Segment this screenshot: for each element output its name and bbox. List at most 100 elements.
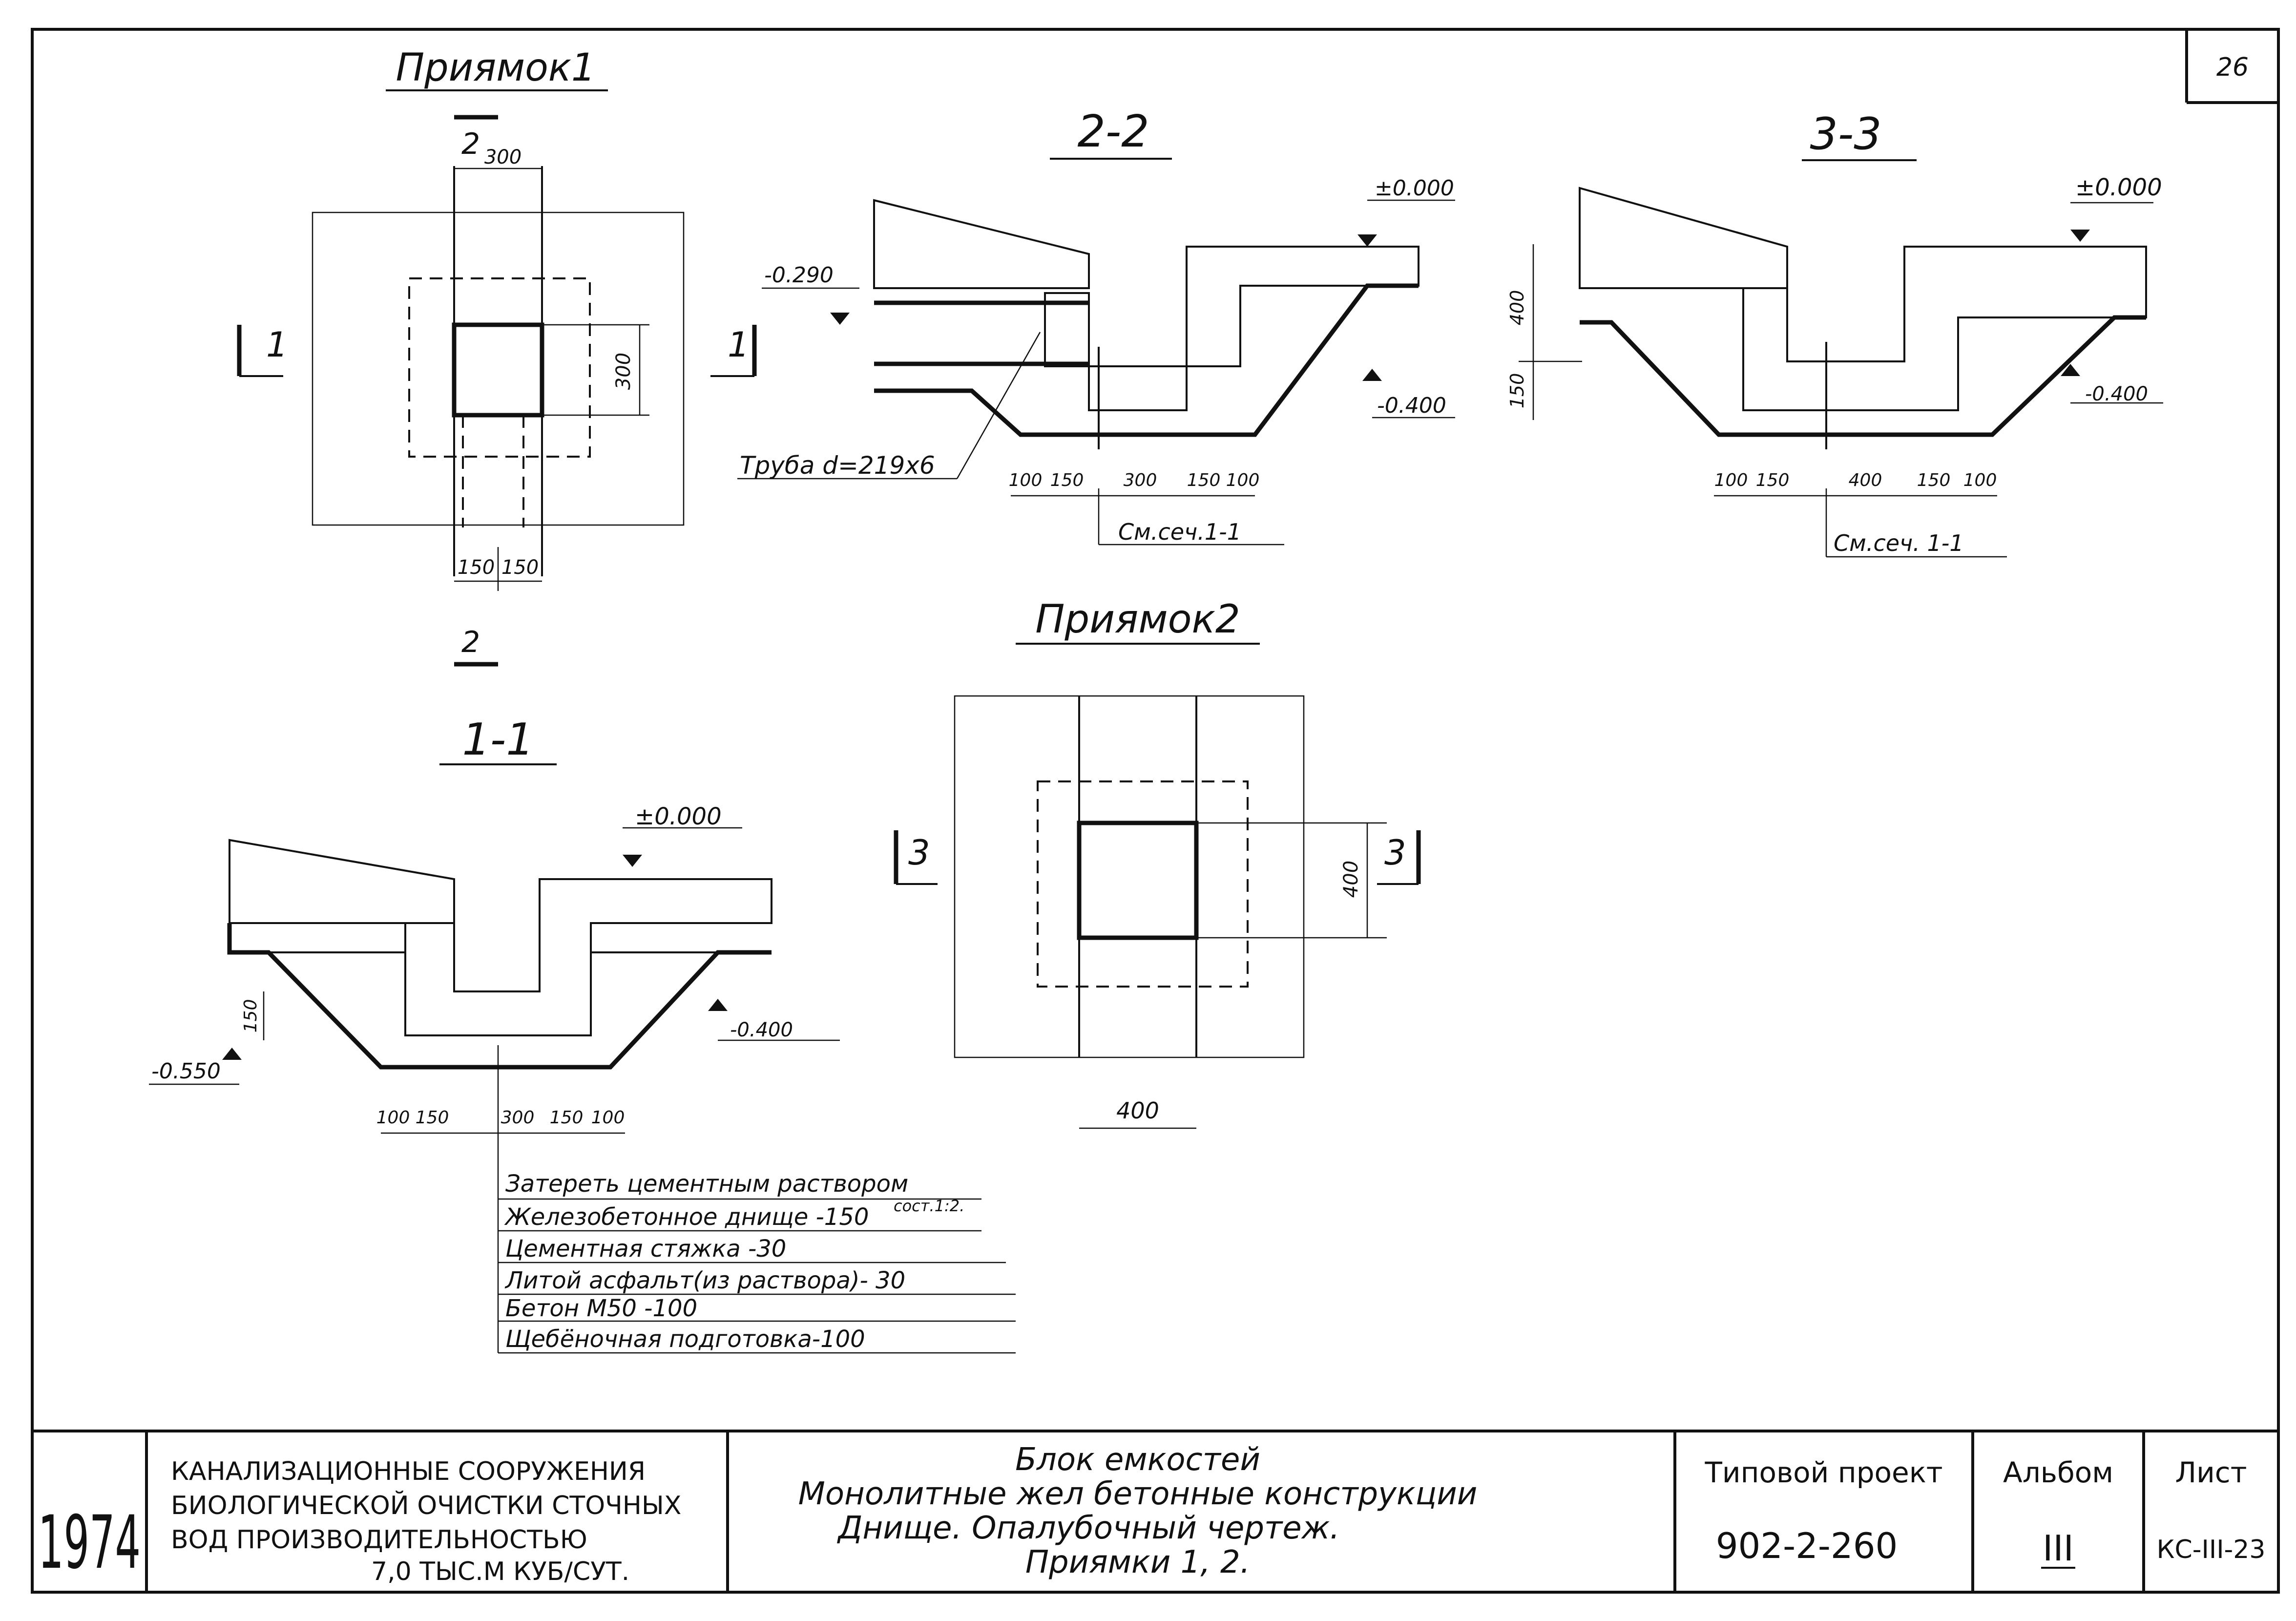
- pit1-section-top: 2: [461, 127, 480, 161]
- pit1-dim-bottom-right: 150: [501, 556, 539, 579]
- pit1-title: Приямок1: [396, 46, 595, 90]
- sec11-dim-5: 100: [591, 1108, 625, 1128]
- tb-sheet-label: Лист: [2175, 1456, 2247, 1489]
- layer-item-4: Литой асфальт(из раствора)- 30: [504, 1267, 905, 1294]
- tb-org-line4: 7,0 ТЫС.М КУБ/СУТ.: [371, 1557, 629, 1586]
- sec33-dim-3: 400: [1849, 470, 1882, 490]
- sec33-dim-2: 150: [1756, 470, 1790, 490]
- pit2-dashed-outline: [1037, 780, 1249, 988]
- layer-item-6: Щебёночная подготовка-100: [505, 1326, 865, 1353]
- pit1-plan: Приямок1 300 300 150 150 1 1 2 2: [237, 46, 757, 667]
- sec33-dim-5: 100: [1963, 470, 1997, 490]
- pit2-plan: Приямок2 400 400 3 3: [894, 596, 1421, 1129]
- sec33-wall-left: [1579, 187, 1788, 289]
- sec33-level-top: ±0.000: [2075, 174, 2162, 201]
- pit1-dim-bottom-left: 150: [458, 556, 495, 579]
- sec22-pipe-label: Труба d=219x6: [740, 451, 935, 480]
- sec22-dim-4: 150: [1187, 470, 1221, 490]
- sec33-dim-v2: 150: [1506, 373, 1528, 409]
- pit1-opening: [452, 322, 544, 418]
- pit1-section-right: 1: [728, 325, 750, 365]
- sec11-dim-1: 100: [376, 1108, 410, 1128]
- sec33-outline-bottom: [1580, 315, 2146, 437]
- sec22-level-right-marker: [1362, 369, 1382, 381]
- pit2-section-left: 3: [908, 833, 930, 873]
- sec22-ref: См.сеч.1-1: [1118, 519, 1241, 545]
- title-block: 1974 КАНАЛИЗАЦИОННЫЕ СООРУЖЕНИЯ БИОЛОГИЧ…: [32, 1430, 2278, 1592]
- sec33-dim-1: 100: [1714, 470, 1748, 490]
- sec11-level-right-marker: [708, 999, 728, 1011]
- pit2-opening: [1077, 821, 1199, 940]
- sec11-dim-2: 150: [416, 1108, 449, 1128]
- pit1-dashed-outline: [408, 277, 591, 458]
- sec22-outline-bottom: [874, 283, 1419, 437]
- sec33-title: 3-3: [1810, 108, 1882, 160]
- layer-item-3: Цементная стяжка -30: [505, 1235, 786, 1263]
- pit2-outer-outline: [954, 695, 1305, 1058]
- sec11-wall-left: [229, 839, 455, 924]
- section-2-2: 2-2 ±0.000 -0.290 -0.400 Труба d=219x6 1…: [737, 106, 1455, 546]
- sec22-title: 2-2: [1078, 106, 1149, 157]
- tb-desc-line2: Монолитные жел бетонные конструкции: [798, 1476, 1478, 1512]
- pit1-dim-side: 300: [612, 353, 635, 390]
- sheet-frame: [31, 28, 2280, 1594]
- pit1-outer-outline: [312, 211, 685, 526]
- sec11-title: 1-1: [462, 714, 534, 765]
- page-number: 26: [2216, 53, 2249, 82]
- sec11-outline-bottom: [227, 923, 772, 1070]
- sec22-dim-1: 100: [1009, 470, 1043, 490]
- pit2-dim-bottom: 400: [1116, 1097, 1159, 1124]
- sec22-dim-5: 100: [1226, 470, 1260, 490]
- sec33-level-right: -0.400: [2085, 383, 2148, 405]
- tb-desc-line4: Приямки 1, 2.: [1025, 1544, 1250, 1580]
- sec22-level-left: -0.290: [764, 263, 834, 288]
- sec33-ref: См.сеч. 1-1: [1834, 530, 1964, 556]
- tb-org-line1: КАНАЛИЗАЦИОННЫЕ СООРУЖЕНИЯ: [171, 1457, 646, 1486]
- sec22-level-right: -0.400: [1377, 393, 1446, 418]
- sec22-dim-3: 300: [1124, 470, 1157, 490]
- pit1-dim-top: 300: [484, 146, 522, 168]
- sec22-slab: [1044, 246, 1419, 411]
- sec22-dim-2: 150: [1050, 470, 1084, 490]
- sec11-dim-v: 150: [241, 999, 261, 1033]
- tb-org-line2: БИОЛОГИЧЕСКОЙ ОЧИСТКИ СТОЧНЫХ: [171, 1491, 681, 1520]
- tb-sheet-value: КС-III-23: [2157, 1535, 2266, 1564]
- sec22-level-left-marker: [830, 313, 850, 325]
- sec11-level-left: -0.550: [151, 1059, 221, 1084]
- sec33-dim-4: 150: [1917, 470, 1951, 490]
- sec11-level-top-marker: [623, 855, 642, 867]
- tb-desc-line1: Блок емкостей: [1015, 1442, 1260, 1478]
- pit2-title: Приямок2: [1035, 596, 1240, 642]
- pit1-section-left: 1: [266, 325, 288, 365]
- section-3-3: 3-3 ±0.000 -0.400 400 150 100 150 400 15…: [1506, 108, 2163, 558]
- pit2-dim-side: 400: [1340, 861, 1362, 898]
- sec11-level-right: -0.400: [730, 1019, 793, 1041]
- tb-project-value: 902-2-260: [1716, 1525, 1898, 1566]
- layers-legend: Затереть цементным раствором сост.1:2. Ж…: [498, 1170, 1016, 1354]
- pit2-section-right: 3: [1384, 833, 1406, 873]
- tb-desc-line3: Днище. Опалубочный чертеж.: [836, 1510, 1339, 1546]
- section-1-1: 1-1 ±0.000 -0.400 -0.550 150 100 150 300…: [149, 714, 840, 1353]
- tb-year: 1974: [38, 1500, 141, 1585]
- sec11-level-top: ±0.000: [635, 803, 722, 830]
- tb-album-label: Альбом: [2003, 1456, 2113, 1489]
- sec11-level-left-marker: [222, 1048, 242, 1060]
- sec33-dim-v1: 400: [1506, 290, 1528, 326]
- sec11-slab: [404, 878, 772, 1036]
- sec33-level-top-marker: [2070, 230, 2090, 242]
- layer-item-5: Бетон М50 -100: [505, 1295, 697, 1322]
- sec11-dim-3: 300: [501, 1108, 535, 1128]
- sec22-level-top-marker: [1357, 234, 1377, 247]
- pit1-section-bottom: 2: [461, 625, 480, 659]
- sec22-pipe-leader: [956, 332, 1041, 479]
- layer-item-1: Затереть цементным раствором: [505, 1170, 908, 1198]
- tb-org-line3: ВОД ПРОИЗВОДИТЕЛЬНОСТЬЮ: [171, 1525, 587, 1555]
- sec11-dim-4: 150: [550, 1108, 584, 1128]
- layer-note: сост.1:2.: [894, 1197, 964, 1215]
- sec22-level-top: ±0.000: [1375, 176, 1454, 201]
- sec22-wall-left: [873, 199, 1090, 289]
- layer-item-2: Железобетонное днище -150: [504, 1203, 869, 1231]
- tb-album-value: III: [2043, 1528, 2074, 1569]
- sec33-level-right-marker: [2061, 364, 2080, 376]
